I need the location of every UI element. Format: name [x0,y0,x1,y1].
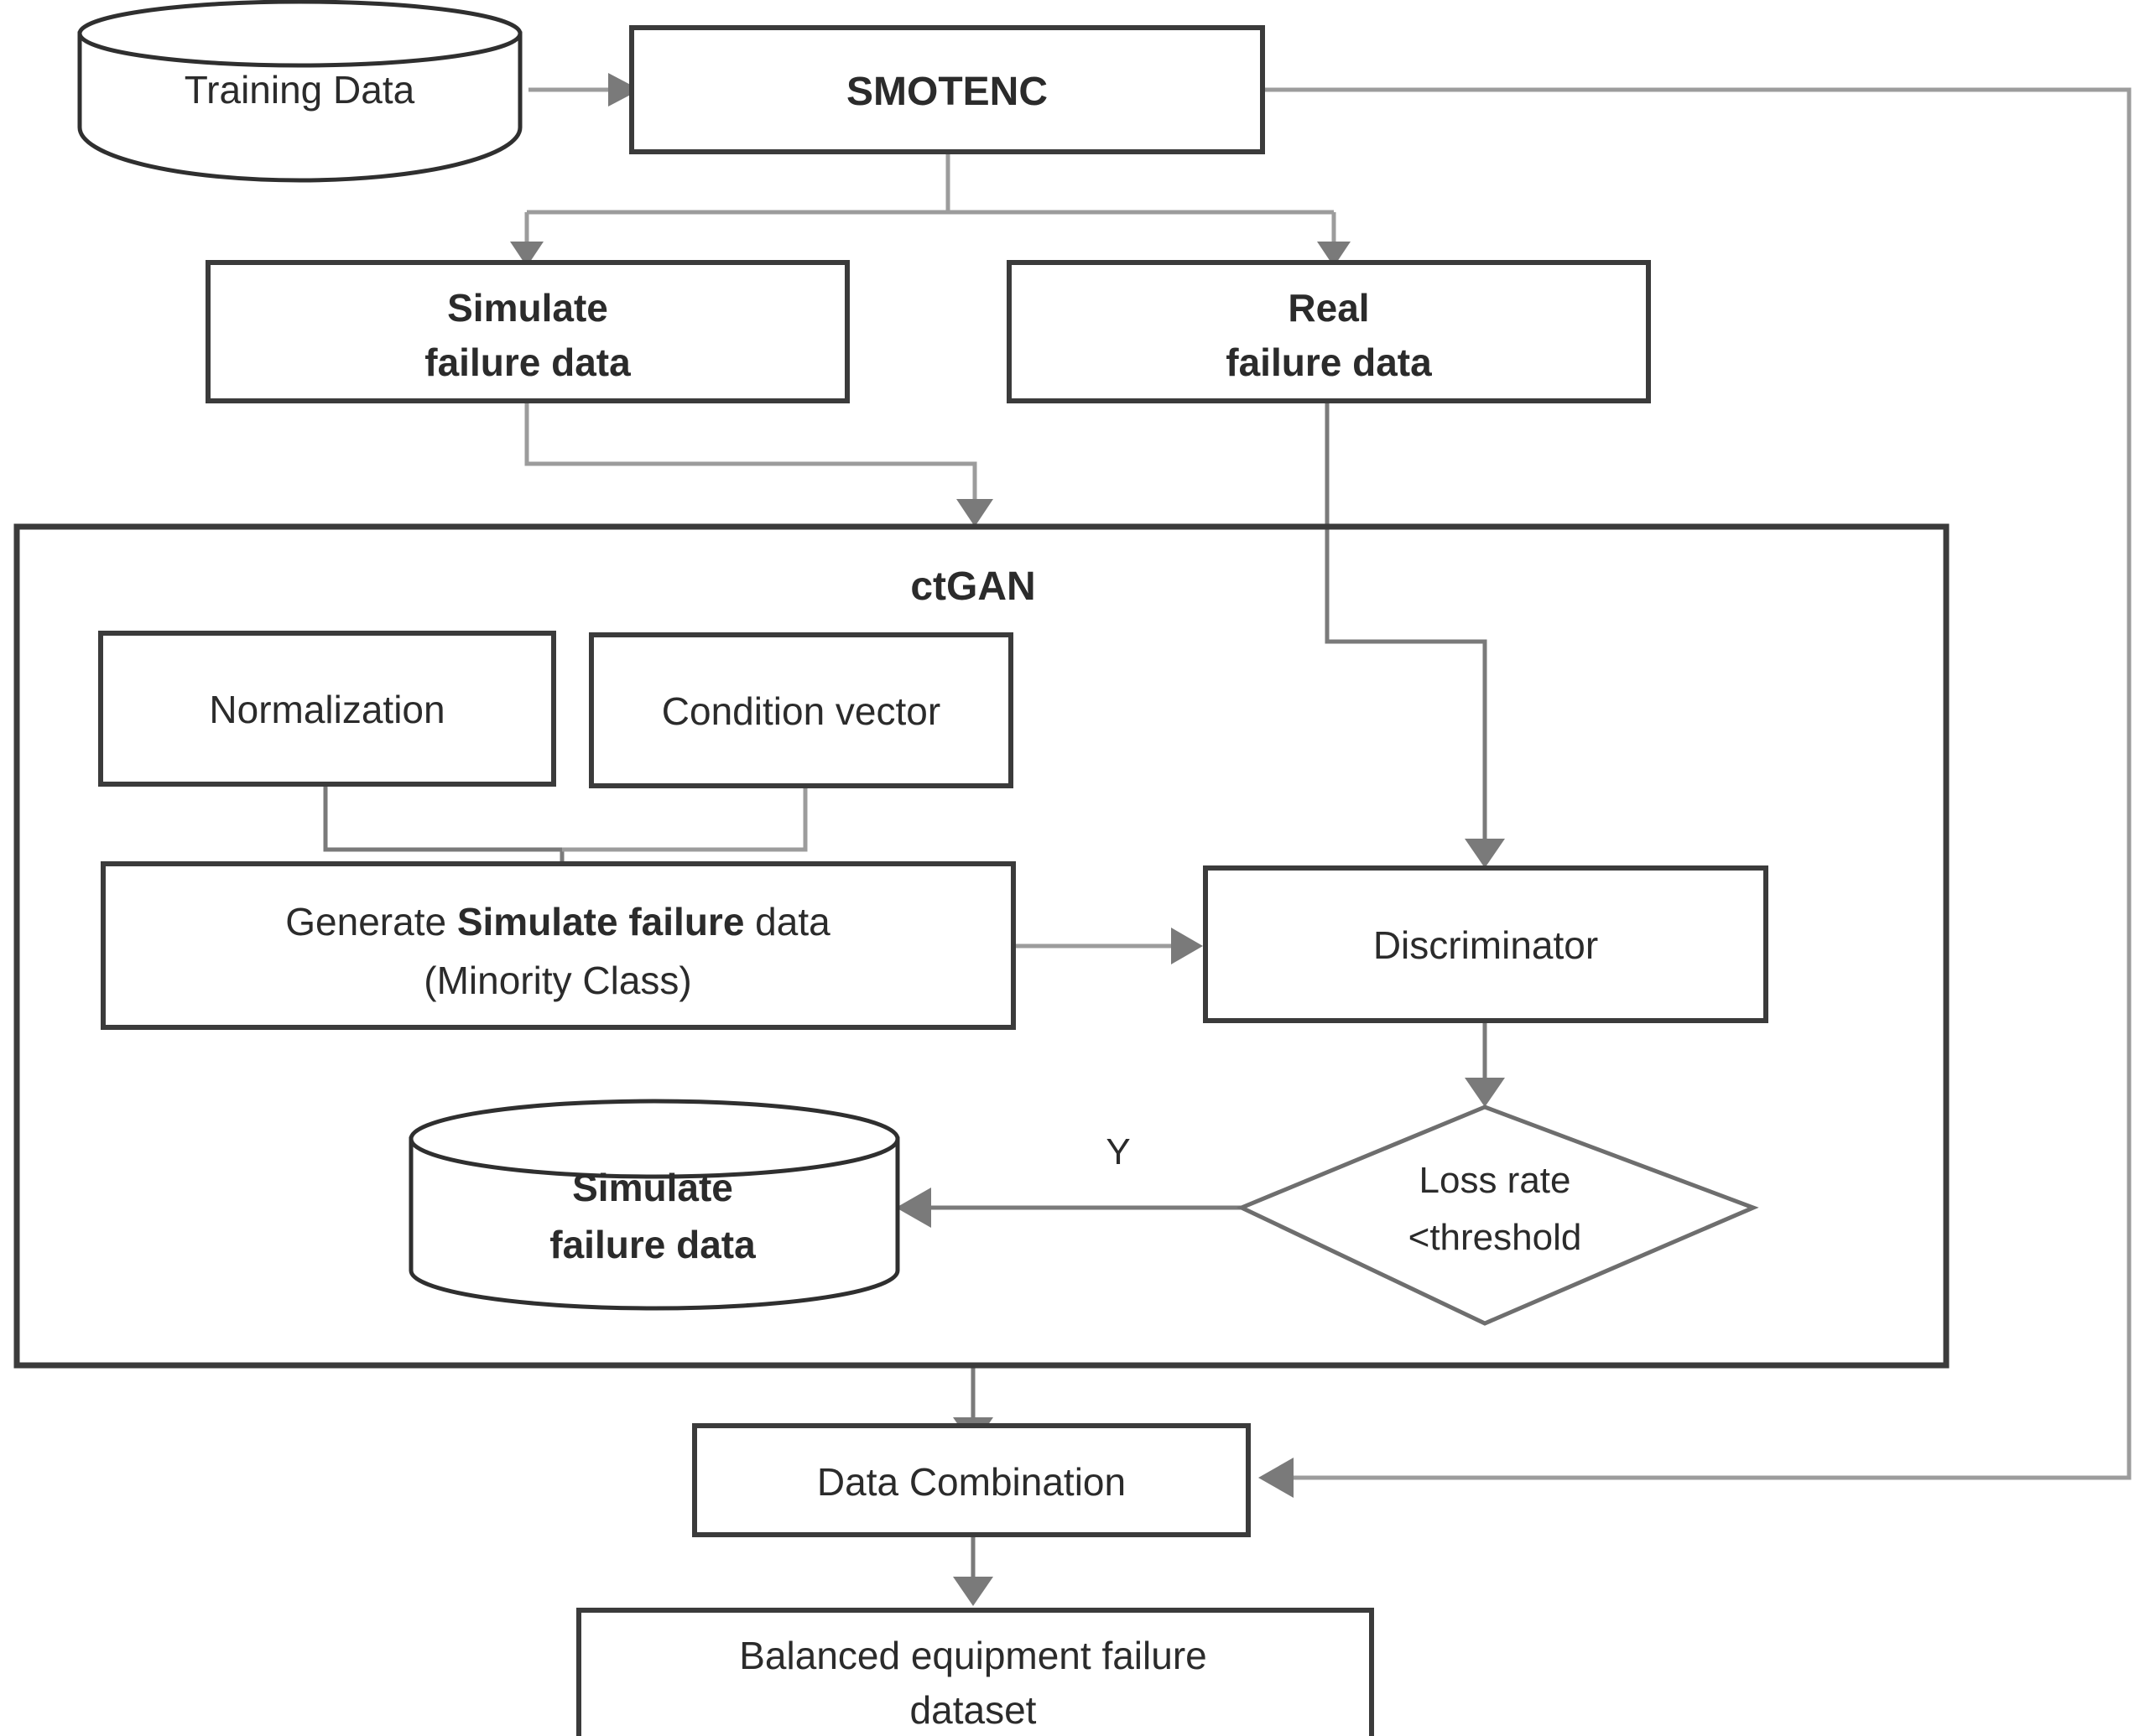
edge-discriminator-to-loss-rate [1465,1021,1505,1107]
simulate-failure-data-line1: Simulate [447,286,608,330]
simulate-failure-store-cylinder: Simulate failure data [409,1099,900,1311]
simulate-failure-data-line2: failure data [424,340,631,384]
generate-line2: (Minority Class) [424,959,691,1002]
normalization-box: Normalization [98,631,556,787]
edge-generate-to-discriminator [1013,928,1203,964]
generate-line1-suffix: data [744,900,830,943]
balanced-dataset-line2: dataset [910,1688,1037,1732]
balanced-dataset-line1: Balanced equipment failure [739,1634,1206,1677]
smotenc-label: SMOTENC [846,70,1048,114]
discriminator-label: Discriminator [1373,923,1598,967]
normalization-label: Normalization [209,688,445,731]
edge-condition-vector-to-generate [562,784,808,852]
smotenc-box: SMOTENC [629,25,1265,154]
ctgan-container: ctGAN [13,523,1950,1369]
edge-real-to-discriminator [1325,401,1505,868]
simulate-failure-store-line1: Simulate [572,1166,733,1209]
balanced-dataset-box: Balanced equipment failure dataset [576,1608,1374,1736]
edge-smotenc-to-data-combination [1258,87,2132,1498]
loss-rate-line1: Loss rate [1419,1160,1571,1201]
training-data-label: Training Data [185,68,415,112]
real-failure-data-line1: Real [1288,286,1369,330]
data-combination-box: Data Combination [692,1423,1251,1537]
simulate-failure-data-box: Simulate failure data [206,260,850,403]
real-failure-data-box: Real failure data [1007,260,1651,403]
edge-data-combination-to-balanced [953,1536,993,1606]
condition-vector-box: Condition vector [589,632,1013,788]
generate-line1: Generate Simulate failure data [285,900,830,943]
training-data-cylinder: Training Data [77,0,523,183]
condition-vector-label: Condition vector [662,689,940,733]
edge-training-to-smotenc [528,73,640,107]
discriminator-box: Discriminator [1203,865,1768,1023]
generate-simulate-failure-box: Generate Simulate failure data (Minority… [101,861,1016,1030]
data-combination-label: Data Combination [817,1460,1126,1504]
simulate-failure-store-line2: failure data [549,1223,756,1266]
generate-line1-bold: Simulate failure [457,900,745,943]
generate-line1-prefix: Generate [285,900,457,943]
real-failure-data-line2: failure data [1226,340,1432,384]
edge-smotenc-split [510,152,1351,267]
loss-rate-line2: <threshold [1408,1217,1582,1258]
yes-branch-label: Y [1106,1131,1130,1172]
loss-rate-diamond: Loss rate <threshold [1236,1104,1759,1326]
edge-simulate-to-ctgan [524,401,993,527]
ctgan-title: ctGAN [910,564,1035,609]
